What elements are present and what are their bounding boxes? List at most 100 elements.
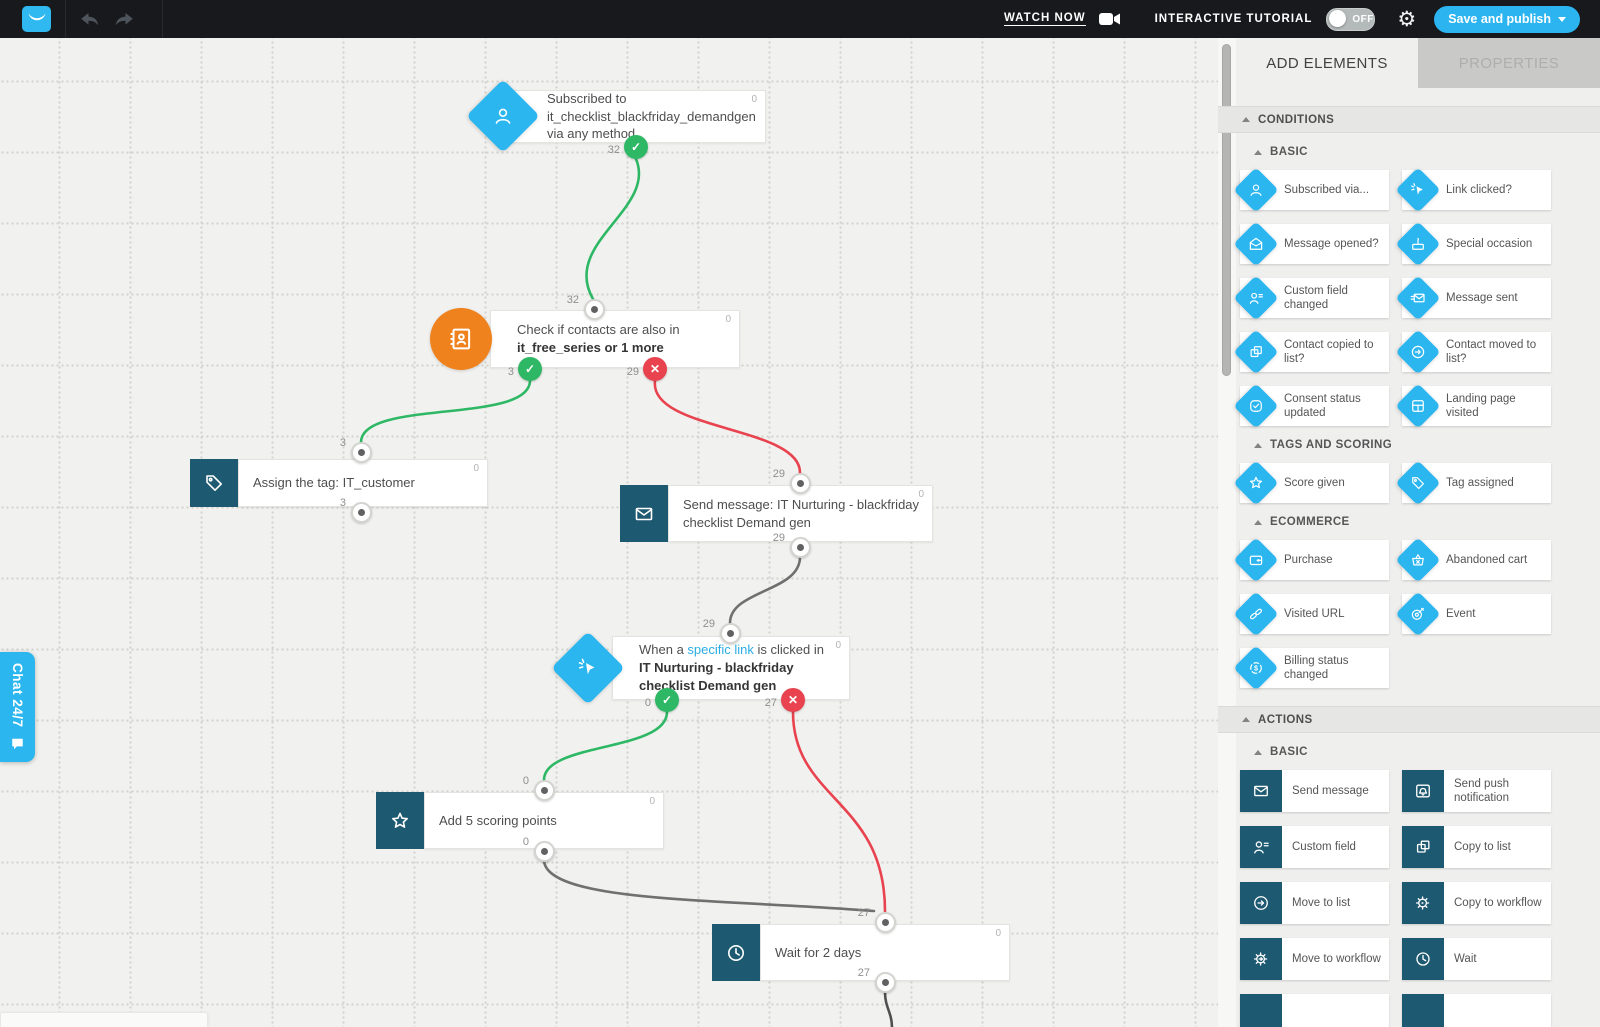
- node-icon-tile: [712, 924, 760, 981]
- element-visited-url[interactable]: Visited URL: [1233, 591, 1389, 637]
- sidebar-scroll-track: [1218, 38, 1236, 1027]
- tab-add-elements[interactable]: ADD ELEMENTS: [1236, 38, 1418, 88]
- save-and-publish-label: Save and publish: [1448, 12, 1551, 26]
- contact-count-label: 29: [626, 366, 639, 378]
- element-purchase[interactable]: Purchase: [1233, 537, 1389, 583]
- element-label: Visited URL: [1284, 607, 1345, 620]
- element-custom-field-changed[interactable]: Custom field changed: [1233, 275, 1389, 321]
- tutorial-toggle[interactable]: OFF: [1326, 7, 1376, 31]
- undo-icon[interactable]: [80, 12, 102, 27]
- connector-port[interactable]: [583, 298, 605, 320]
- subsection-header-basic[interactable]: BASIC: [1218, 746, 1600, 758]
- copy-icon: [1416, 840, 1430, 853]
- section-header-conditions[interactable]: CONDITIONS: [1218, 106, 1600, 133]
- move-icon: [1411, 345, 1425, 359]
- element-more[interactable]: [1240, 994, 1389, 1027]
- element-message-opened[interactable]: Message opened?: [1233, 221, 1389, 267]
- cake-icon: [1412, 237, 1424, 250]
- element-label: Send push notification: [1454, 777, 1509, 804]
- element-event[interactable]: Event: [1395, 591, 1551, 637]
- section-header-actions[interactable]: ACTIONS: [1218, 706, 1600, 733]
- element-send-push-notification[interactable]: Send push notification: [1402, 770, 1551, 812]
- element-message-sent[interactable]: Message sent: [1395, 275, 1551, 321]
- sidebar-scrollbar[interactable]: [1222, 44, 1231, 376]
- watch-now-link[interactable]: WATCH NOW: [1003, 12, 1086, 26]
- redo-icon[interactable]: [112, 12, 134, 27]
- connector-port[interactable]: [350, 501, 372, 523]
- clock-icon: [728, 944, 744, 961]
- node-text: Send message: IT Nurturing - blackfriday…: [683, 496, 920, 530]
- failure-x-badge: ✕: [781, 688, 805, 712]
- message-sent-icon: [1410, 293, 1425, 303]
- element-custom-field[interactable]: Custom field: [1240, 826, 1389, 868]
- node-counter: 0: [918, 489, 924, 500]
- chat-tab[interactable]: Chat 24/7: [0, 652, 35, 762]
- element-label: Consent status updated: [1284, 392, 1361, 419]
- minimap-panel[interactable]: [0, 1012, 208, 1027]
- element-billing-status-changed[interactable]: $Billing status changed: [1233, 645, 1389, 691]
- save-and-publish-button[interactable]: Save and publish: [1434, 5, 1580, 33]
- success-check-badge: ✓: [624, 135, 648, 159]
- element-score-given[interactable]: Score given: [1233, 460, 1389, 506]
- element-copy-to-list[interactable]: Copy to list: [1402, 826, 1551, 868]
- connector-port[interactable]: [719, 622, 741, 644]
- connector-port[interactable]: [789, 536, 811, 558]
- subsection-header-ecommerce[interactable]: ECOMMERCE: [1218, 516, 1600, 528]
- subsection-header-tags-and-scoring[interactable]: TAGS AND SCORING: [1218, 439, 1600, 451]
- interactive-tutorial-label: INTERACTIVE TUTORIAL: [1154, 13, 1313, 25]
- element-label: Move to list: [1292, 896, 1351, 909]
- toggle-state-label: OFF: [1352, 13, 1374, 25]
- settings-gear-icon[interactable]: ⚙: [1397, 7, 1417, 31]
- element-landing-page-visited[interactable]: Landing page visited: [1395, 383, 1551, 429]
- gear-copy-icon: [1415, 896, 1430, 910]
- connector-port[interactable]: [533, 840, 555, 862]
- video-camera-icon[interactable]: [1098, 12, 1121, 26]
- element-consent-status-updated[interactable]: Consent status updated: [1233, 383, 1389, 429]
- topbar: WATCH NOW INTERACTIVE TUTORIAL OFF ⚙ Sav…: [0, 0, 1600, 38]
- element-wait[interactable]: Wait: [1402, 938, 1551, 980]
- element-copy-to-workflow[interactable]: Copy to workflow: [1402, 882, 1551, 924]
- connector-port[interactable]: [874, 971, 896, 993]
- connector-port[interactable]: [350, 441, 372, 463]
- contact-count-label: 3: [339, 497, 346, 509]
- failure-x-badge: ✕: [643, 357, 667, 381]
- send-message-icon: [635, 507, 653, 520]
- element-move-to-workflow[interactable]: Move to workflow: [1240, 938, 1389, 980]
- element-label: Wait: [1454, 952, 1477, 965]
- subsection-header-basic[interactable]: BASIC: [1218, 146, 1600, 158]
- element-label: Send message: [1292, 784, 1369, 797]
- event-icon: [1411, 607, 1424, 620]
- edge-green: [585, 157, 641, 301]
- connector-port[interactable]: [874, 911, 896, 933]
- element-abandoned-cart[interactable]: Abandoned cart: [1395, 537, 1551, 583]
- node-text: When a specific link is clicked in IT Nu…: [639, 642, 824, 693]
- element-subscribed-via[interactable]: Subscribed via...: [1233, 167, 1389, 213]
- inline-link[interactable]: specific link: [687, 642, 754, 658]
- edge-dark: [883, 990, 894, 1027]
- connector-port[interactable]: [789, 472, 811, 494]
- element-contact-copied-to-list[interactable]: Contact copied to list?: [1233, 329, 1389, 375]
- node-text: Add 5 scoring points: [439, 812, 557, 828]
- star-icon: [1250, 476, 1262, 489]
- element-special-occasion[interactable]: Special occasion: [1395, 221, 1551, 267]
- connector-port[interactable]: [533, 779, 555, 801]
- node-icon-tile: [430, 308, 492, 370]
- app-logo-icon[interactable]: [22, 6, 51, 32]
- element-move-to-list[interactable]: Move to list: [1240, 882, 1389, 924]
- element-contact-moved-to-list[interactable]: Contact moved to list?: [1395, 329, 1551, 375]
- node-counter: 0: [725, 314, 731, 325]
- tab-properties[interactable]: PROPERTIES: [1418, 38, 1600, 88]
- element-send-message[interactable]: Send message: [1240, 770, 1389, 812]
- element-link-clicked[interactable]: Link clicked?: [1395, 167, 1551, 213]
- url-icon: [1249, 608, 1263, 620]
- element-tag-assigned[interactable]: Tag assigned: [1395, 460, 1551, 506]
- element-more[interactable]: [1402, 994, 1551, 1027]
- custom-field-icon: [1249, 292, 1263, 304]
- collapse-arrow-icon: [1254, 149, 1262, 155]
- sidebar-content: CONDITIONS BASIC Subscribed via...Link cli…: [1218, 88, 1600, 1027]
- node-counter: 0: [473, 463, 479, 474]
